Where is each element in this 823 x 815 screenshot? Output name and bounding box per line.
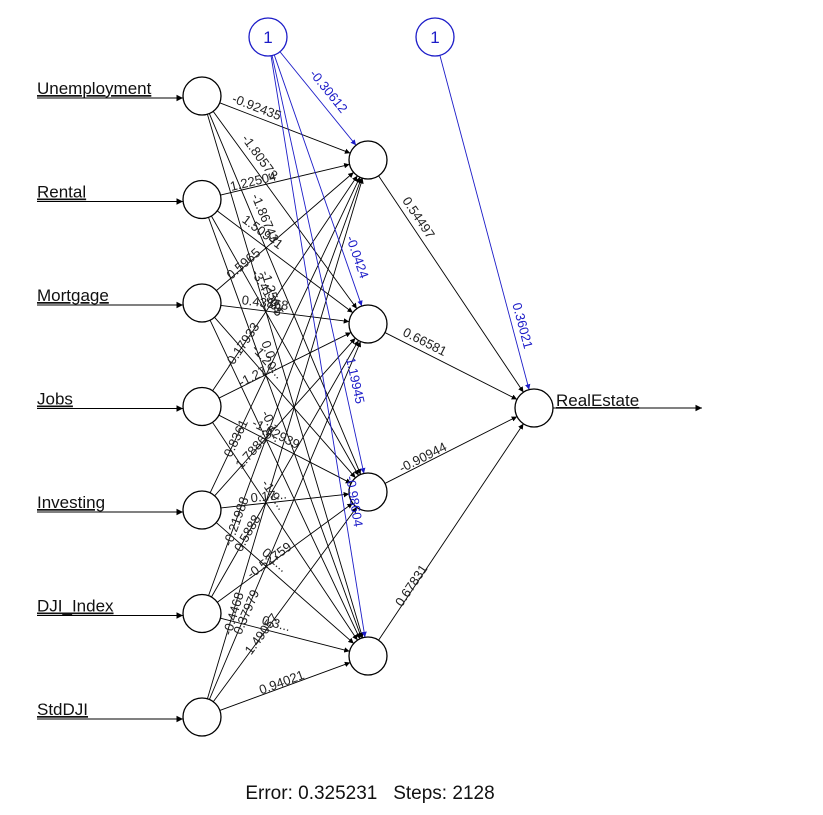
training-summary: Error: 0.325231 Steps: 2128 [0, 783, 740, 805]
input-node-mortgage [182, 283, 222, 323]
edge-rental-hidden-1 [220, 163, 350, 196]
input-label-investing: Investing [37, 493, 105, 512]
label-layer: UnemploymentRentalMortgageJobsInvestingD… [37, 66, 639, 719]
hidden-node-3 [348, 472, 388, 512]
steps-value: 2128 [452, 783, 495, 804]
edge-jobs-hidden-1 [212, 175, 358, 391]
edge-mortgage-hidden-3 [214, 316, 356, 479]
bias-weight-hidden-1: -0.30612 [307, 66, 351, 115]
weight-hidden-1-output: 0.54497 [399, 194, 438, 241]
edge-rental-hidden-4 [208, 217, 363, 639]
weight-hidden-2-output: 0.66581 [401, 324, 450, 359]
bias-node-hidden-label: 1 [263, 28, 272, 47]
edge-unemployment-hidden-2 [212, 111, 358, 309]
edge-mortgage-hidden-2 [220, 304, 350, 324]
edge-jobs-hidden-4 [212, 422, 358, 641]
hidden-node-2 [348, 304, 388, 344]
edge-rental-hidden-2 [216, 210, 354, 313]
input-node-rental [182, 179, 222, 220]
hidden-node-1 [348, 140, 388, 180]
steps-label: Steps: [393, 783, 448, 804]
bias-edge-hidden-2 [273, 54, 363, 307]
edge-stddji-hidden-1 [206, 178, 364, 699]
edge-mortgage-hidden-4 [209, 320, 361, 639]
weight-dji_index-hidden-4: 0.3... [260, 612, 292, 634]
edge-jobs-hidden-3 [218, 414, 352, 484]
edge-mortgage-hidden-1 [216, 172, 354, 291]
error-value: 0.325231 [298, 783, 378, 804]
error-label: Error: [245, 783, 293, 804]
edge-dji_index-hidden-4 [220, 617, 350, 653]
bias-node-output [415, 17, 455, 57]
weight-unemployment-hidden-1: -0.92435 [230, 91, 283, 123]
bias-weight-output: 0.36021 [509, 301, 536, 350]
bias-edge-hidden-3 [271, 55, 366, 474]
input-label-unemployment: Unemployment [37, 79, 152, 98]
edge-rental-hidden-3 [210, 215, 360, 476]
input-node-jobs [182, 386, 222, 427]
edge-stddji-hidden-3 [212, 507, 358, 702]
bias-edge-output [439, 55, 531, 390]
input-node-stddji [182, 697, 222, 737]
edge-hidden-2-output [384, 332, 518, 400]
hidden-node-4 [348, 636, 388, 676]
weight-jobs-hidden-2: -1.27... [236, 358, 279, 389]
input-label-rental: Rental [37, 183, 86, 202]
weight-hidden-3-output: -0.90944 [396, 439, 449, 476]
edge-investing-hidden-3 [220, 491, 350, 509]
edge-dji_index-hidden-3 [217, 502, 353, 603]
edge-hidden-3-output [384, 416, 518, 484]
input-node-investing [182, 490, 222, 530]
input-label-stddji: StdDJI [37, 700, 88, 719]
input-label-jobs: Jobs [37, 390, 73, 409]
output-node [514, 388, 554, 428]
edge-dji_index-hidden-1 [208, 177, 363, 596]
edge-hidden-1-output [378, 175, 524, 393]
weight-investing-hidden-3: 0.17... [250, 486, 288, 505]
edge-jobs-hidden-2 [218, 332, 352, 399]
bias-weight-hidden-2: -0.0424 [343, 234, 372, 281]
edge-unemployment-hidden-1 [219, 102, 351, 154]
edge-hidden-4-output [378, 423, 524, 641]
edge-investing-hidden-4 [215, 522, 355, 644]
weight-hidden-4-output: 0.67831 [392, 562, 431, 609]
edge-unemployment-hidden-3 [208, 113, 362, 475]
bias-weight-hidden-3: 1.19945 [343, 356, 368, 405]
edge-investing-hidden-2 [214, 337, 356, 497]
input-label-mortgage: Mortgage [37, 286, 109, 305]
edge-stddji-hidden-2 [208, 341, 362, 700]
connection-layer [37, 51, 702, 723]
weight-mortgage-hidden-2: 0.43868 [241, 292, 290, 313]
bias-node-output-label: 1 [430, 28, 439, 47]
edge-dji_index-hidden-2 [211, 340, 359, 598]
input-node-unemployment [182, 76, 222, 116]
weight-stddji-hidden-4: 0.94021 [257, 667, 306, 697]
output-label: RealEstate [556, 391, 639, 410]
edge-stddji-hidden-4 [219, 661, 351, 711]
bias-edge-hidden-1 [279, 51, 357, 146]
bias-node-hidden [248, 17, 288, 57]
input-label-dji_index: DJI_Index [37, 597, 114, 616]
input-node-dji_index [182, 593, 222, 634]
edge-unemployment-hidden-4 [206, 114, 364, 638]
bias-edge-hidden-4 [270, 55, 367, 638]
